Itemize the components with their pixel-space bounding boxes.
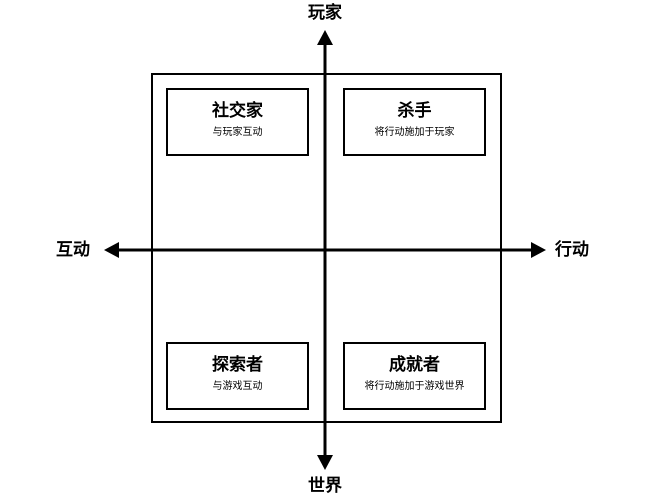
quadrant-description: 将行动施加于游戏世界 <box>364 380 465 392</box>
axis-label-bottom: 世界 <box>308 476 342 496</box>
quadrant-description: 与玩家互动 <box>212 126 263 138</box>
axis-label-right: 行动 <box>555 240 589 260</box>
quadrant-title: 杀手 <box>397 101 432 121</box>
quadrant-description: 与游戏互动 <box>212 380 263 392</box>
quadrant-title: 成就者 <box>389 355 440 375</box>
quadrant-title: 社交家 <box>212 101 263 121</box>
quadrant-achiever: 成就者 将行动施加于游戏世界 <box>343 342 486 410</box>
quadrant-description: 将行动施加于玩家 <box>374 126 455 138</box>
quadrant-explorer: 探索者 与游戏互动 <box>166 342 309 410</box>
arrow-up-icon <box>317 30 333 45</box>
quadrant-title: 探索者 <box>212 355 263 375</box>
axis-label-top: 玩家 <box>308 3 342 23</box>
quadrant-socializer: 社交家 与玩家互动 <box>166 88 309 156</box>
quadrant-killer: 杀手 将行动施加于玩家 <box>343 88 486 156</box>
axis-label-left: 互动 <box>56 240 90 260</box>
arrow-right-icon <box>531 242 546 258</box>
arrow-left-icon <box>104 242 119 258</box>
arrow-down-icon <box>317 455 333 470</box>
